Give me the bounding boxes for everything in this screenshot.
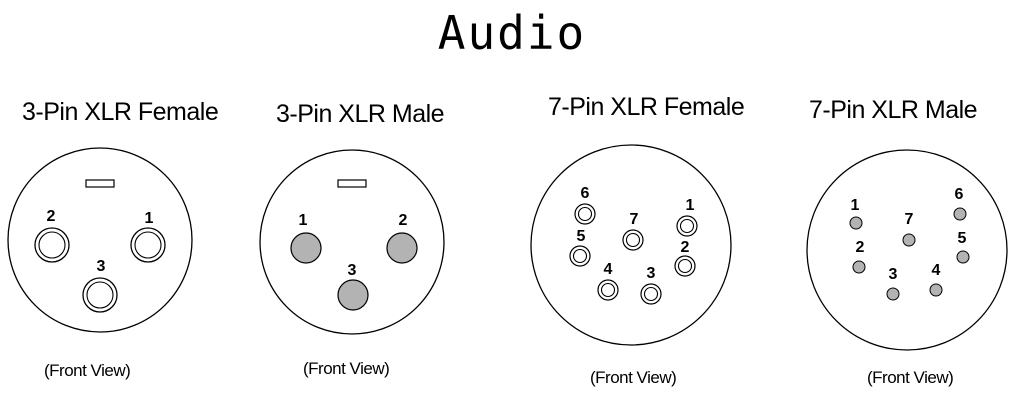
pin-1 <box>676 215 698 237</box>
pin-label: 1 <box>145 210 154 227</box>
connector-title-7pin-female: 7-Pin XLR Female <box>548 93 745 121</box>
connector-body <box>259 149 445 335</box>
connector-7pin-male: 1 2 3 4 5 6 7 <box>806 149 1008 351</box>
pin-label: 5 <box>958 230 967 247</box>
pin-label: 3 <box>647 265 656 282</box>
connector-title-7pin-male: 7-Pin XLR Male <box>809 96 978 124</box>
pin-label: 6 <box>581 185 590 202</box>
pin-label: 3 <box>97 258 106 275</box>
front-view-label-7pin-male: (Front View) <box>867 368 954 387</box>
pin-label: 2 <box>399 212 408 229</box>
pin-label: 3 <box>348 262 357 279</box>
pin-label: 1 <box>686 197 695 214</box>
front-view-label-7pin-female: (Front View) <box>590 368 677 387</box>
pin-6 <box>953 207 967 221</box>
connector-title-3pin-male: 3-Pin XLR Male <box>276 100 445 128</box>
pin-label: 1 <box>299 212 308 229</box>
pin-2 <box>34 227 70 263</box>
pin-label: 7 <box>630 211 639 228</box>
pin-3 <box>82 277 118 313</box>
pin-7 <box>622 229 644 251</box>
pin-1 <box>849 216 863 230</box>
page-title: Audio <box>437 6 587 60</box>
front-view-label-3pin-male: (Front View) <box>303 359 390 378</box>
connector-body <box>806 149 1008 351</box>
pin-label: 7 <box>905 211 914 228</box>
pin-label: 2 <box>47 208 56 225</box>
connector-7pin-female: 1 2 3 4 5 6 7 <box>530 144 732 346</box>
key-slot <box>337 179 367 188</box>
pin-label: 5 <box>577 228 586 245</box>
pin-label: 2 <box>681 239 690 256</box>
key-slot <box>85 179 115 188</box>
pin-3 <box>337 279 369 311</box>
pin-6 <box>574 203 596 225</box>
pin-4 <box>929 283 943 297</box>
pin-label: 3 <box>889 266 898 283</box>
pin-2 <box>386 232 418 264</box>
pin-2 <box>852 260 866 274</box>
pin-label: 4 <box>932 262 941 279</box>
pin-2 <box>674 255 696 277</box>
pin-label: 2 <box>856 239 865 256</box>
pin-7 <box>902 233 916 247</box>
pin-3 <box>640 283 662 305</box>
connector-3pin-female: 1 2 3 <box>7 147 193 333</box>
pin-1 <box>290 232 322 264</box>
pin-4 <box>597 279 619 301</box>
pin-label: 4 <box>604 261 613 278</box>
pin-3 <box>886 287 900 301</box>
connector-3pin-male: 1 2 3 <box>259 149 445 335</box>
connector-title-3pin-female: 3-Pin XLR Female <box>22 98 219 126</box>
pin-label: 1 <box>851 197 860 214</box>
pin-5 <box>956 250 970 264</box>
connector-body <box>530 144 732 346</box>
pin-5 <box>569 245 591 267</box>
pin-label: 6 <box>955 186 964 203</box>
connector-body <box>7 147 193 333</box>
pin-1 <box>130 227 166 263</box>
front-view-label-3pin-female: (Front View) <box>44 361 131 380</box>
